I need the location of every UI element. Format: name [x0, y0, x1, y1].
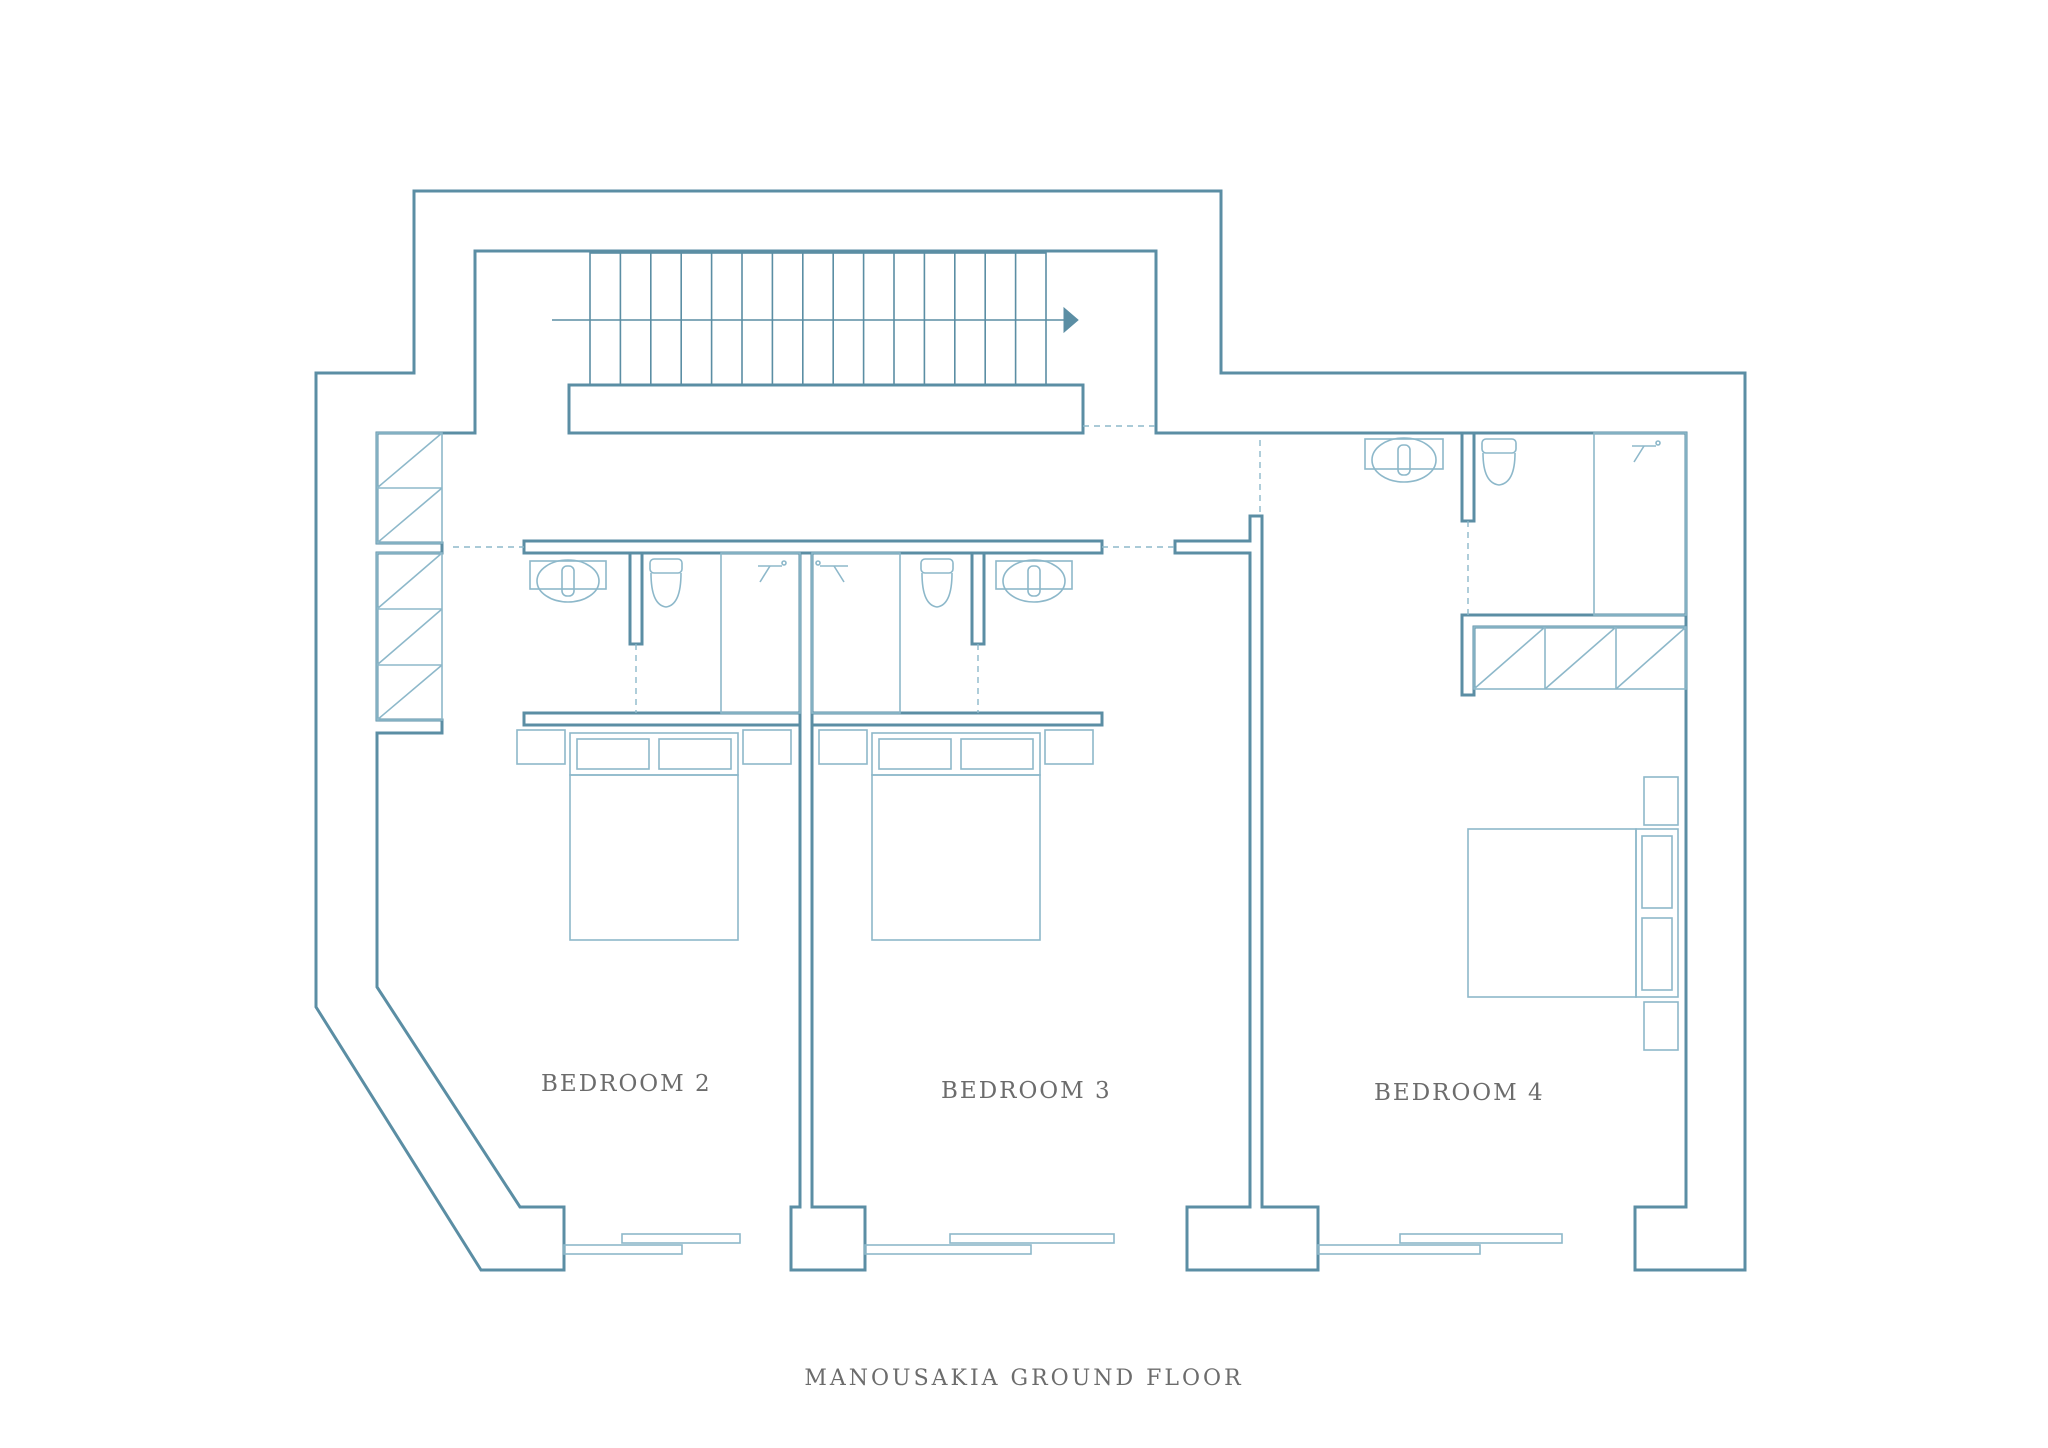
bath2-inner-wall — [628, 551, 644, 646]
bath-front-wall — [522, 539, 1104, 555]
nightstand — [516, 729, 566, 765]
room-label-bedroom-4: BEDROOM 4 — [1374, 1080, 1545, 1106]
bath-4 — [1364, 432, 1687, 616]
toilet-icon — [1481, 438, 1517, 486]
room-label-bedroom-3: BEDROOM 3 — [941, 1078, 1112, 1104]
shower-icon — [758, 560, 787, 583]
stair-steps — [619, 253, 1017, 385]
pillow — [658, 738, 732, 770]
sliding-door-icon — [1317, 1233, 1563, 1255]
shower-icon — [815, 560, 848, 583]
toilet-icon — [649, 558, 683, 608]
stair-arrow-head — [1063, 306, 1079, 334]
wardrobe-icon — [376, 432, 1687, 721]
sink-icon — [1364, 437, 1444, 483]
bed-icon — [871, 774, 1041, 941]
shower-tray — [1593, 432, 1687, 616]
bath-3 — [811, 552, 1073, 714]
pillow — [960, 738, 1034, 770]
plan-caption: MANOUSAKIA GROUND FLOOR — [804, 1366, 1244, 1391]
nightstand — [742, 729, 792, 765]
bath2-back-wall — [522, 711, 802, 727]
pillow — [1641, 917, 1673, 991]
nightstand — [818, 729, 868, 765]
sink-icon — [995, 559, 1073, 603]
nightstand — [1643, 1001, 1679, 1051]
corridor-wall-right — [1173, 514, 1320, 1272]
door-thresholds — [453, 425, 1469, 713]
sliding-door-icon — [864, 1233, 1115, 1255]
room-label-bedroom-2: BEDROOM 2 — [541, 1071, 712, 1097]
sliding-door-icon — [563, 1233, 741, 1255]
bedroom-2-furniture — [516, 729, 792, 941]
shower-tray — [811, 552, 901, 714]
nightstand — [1044, 729, 1094, 765]
pillow — [576, 738, 650, 770]
shower-tray — [720, 552, 801, 714]
bedroom-4-furniture — [1467, 776, 1679, 1051]
nightstand — [1643, 776, 1679, 826]
bath4-wall-a — [1460, 431, 1476, 523]
staircase-icon — [589, 252, 1047, 386]
toilet-icon — [920, 558, 954, 608]
bedroom-3-furniture — [818, 729, 1094, 941]
bath3-back-wall — [810, 711, 1104, 727]
pillow — [878, 738, 952, 770]
sink-icon — [529, 559, 607, 603]
bed-icon — [569, 774, 739, 941]
partition-2-3 — [789, 551, 867, 1272]
shower-icon — [1632, 440, 1661, 463]
bed-icon — [1467, 828, 1637, 998]
pillow — [1641, 835, 1673, 909]
bath3-inner-wall — [970, 551, 986, 646]
bath-2 — [529, 552, 801, 714]
stair-landing-wall — [567, 383, 1085, 435]
